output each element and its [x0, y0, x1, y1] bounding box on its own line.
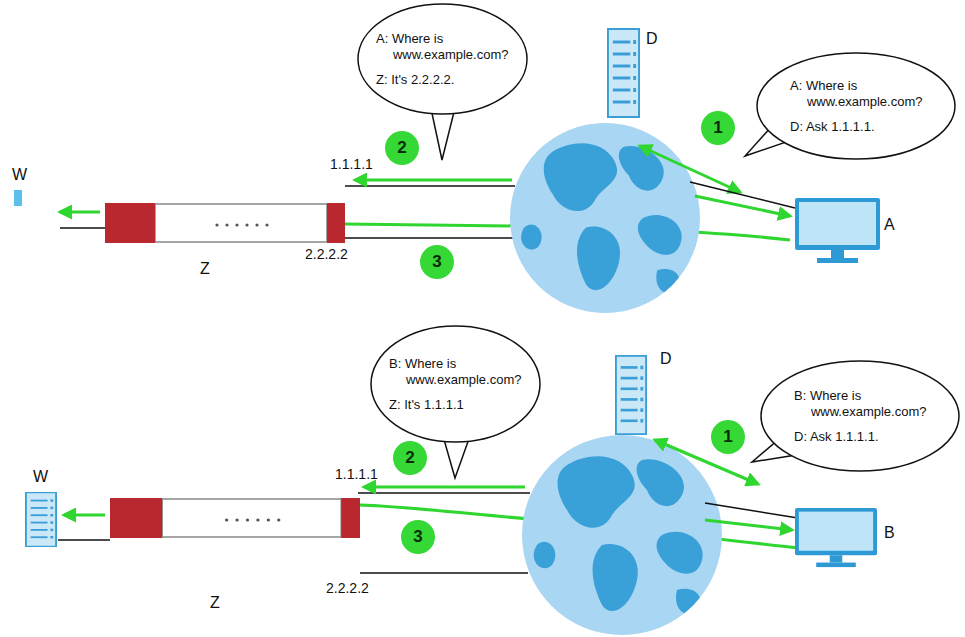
firewall-device: [110, 498, 360, 538]
callout-text: 3: [413, 527, 422, 547]
bubble-ellipse: [761, 361, 959, 471]
flow-arrow: [64, 514, 105, 517]
wire: [58, 539, 110, 541]
globe: [510, 123, 700, 313]
speech-text: A: Where is www.example.com?: [790, 78, 922, 111]
dns-server: [608, 29, 639, 117]
speech-text: D: Ask 1.1.1.1.: [790, 118, 922, 134]
callout-text: 3: [432, 252, 441, 272]
speech-bubble: A: Where is www.example.com? Z: It's 2.2.…: [357, 3, 528, 115]
speech-text: Z: It's 1.1.1.1: [389, 396, 521, 412]
callout-text: 2: [397, 138, 406, 158]
callout-text: 1: [723, 427, 732, 447]
device-letter: W: [12, 166, 27, 184]
wire: [705, 503, 798, 518]
ip-address: 2.2.2.2: [305, 246, 348, 262]
speech-bubble: B: Where is www.example.com? D: Ask 1.1.1…: [760, 360, 960, 472]
speech-text: B: Where is www.example.com?: [389, 356, 521, 389]
device-letter: D: [646, 30, 658, 48]
device-letter: D: [660, 350, 672, 368]
ip-address: 1.1.1.1: [335, 466, 378, 482]
bubble-ellipse: [757, 53, 955, 159]
flow-arrow: [695, 196, 790, 216]
device-letter: W: [33, 468, 48, 486]
callout-number: 1: [711, 420, 745, 454]
client-icon: [14, 190, 22, 206]
bubble-text: B: Where is www.example.com? Z: It's 1.1.…: [389, 356, 521, 413]
wire: [690, 182, 795, 208]
device-letter: B: [884, 524, 895, 542]
callout-number: 2: [393, 441, 427, 475]
flow-arrow: [355, 179, 512, 182]
bottom-panel: [26, 356, 877, 635]
firewall-device: [105, 203, 345, 243]
device-letter: A: [884, 216, 895, 234]
device-letter: Z: [200, 260, 210, 278]
bubble-ellipse: [371, 326, 540, 442]
wire: [358, 492, 530, 494]
callout-text: 2: [405, 448, 414, 468]
speech-bubble: B: Where is www.example.com? Z: It's 1.1.…: [370, 325, 541, 443]
flow-arrow: [705, 520, 792, 530]
speech-text: Z: It's 2.2.2.2.: [376, 71, 508, 87]
web-server: [26, 493, 56, 547]
callout-number: 2: [385, 131, 419, 165]
callout-number: 1: [701, 111, 735, 145]
flow-arrow: [655, 440, 758, 484]
wire: [60, 227, 105, 229]
dns-server: [616, 356, 646, 434]
speech-bubble: A: Where is www.example.com? D: Ask 1.1.1…: [756, 52, 956, 160]
client-monitor: [795, 508, 877, 567]
ip-address: 1.1.1.1: [330, 156, 373, 172]
wire: [345, 185, 515, 187]
wire: [345, 237, 515, 239]
callout-text: 1: [713, 118, 722, 138]
wire: [360, 572, 528, 574]
speech-text: D: Ask 1.1.1.1.: [794, 428, 926, 444]
flow-arrow: [364, 486, 525, 489]
bubble-text: A: Where is www.example.com? D: Ask 1.1.1…: [790, 78, 922, 135]
bubble-text: B: Where is www.example.com? D: Ask 1.1.1…: [794, 388, 926, 445]
client-monitor: [795, 198, 880, 263]
globe: [522, 435, 722, 635]
top-panel: [14, 29, 880, 313]
bubble-ellipse: [358, 4, 527, 114]
flow-arrow: [60, 211, 100, 214]
ip-address: 2.2.2.2: [326, 580, 369, 596]
flow-arrow: [640, 146, 740, 192]
callout-number: 3: [420, 245, 454, 279]
bubble-text: A: Where is www.example.com? Z: It's 2.2.…: [376, 31, 508, 88]
device-letter: Z: [210, 594, 220, 612]
speech-text: A: Where is www.example.com?: [376, 31, 508, 64]
speech-text: B: Where is www.example.com?: [794, 388, 926, 421]
callout-number: 3: [401, 520, 435, 554]
